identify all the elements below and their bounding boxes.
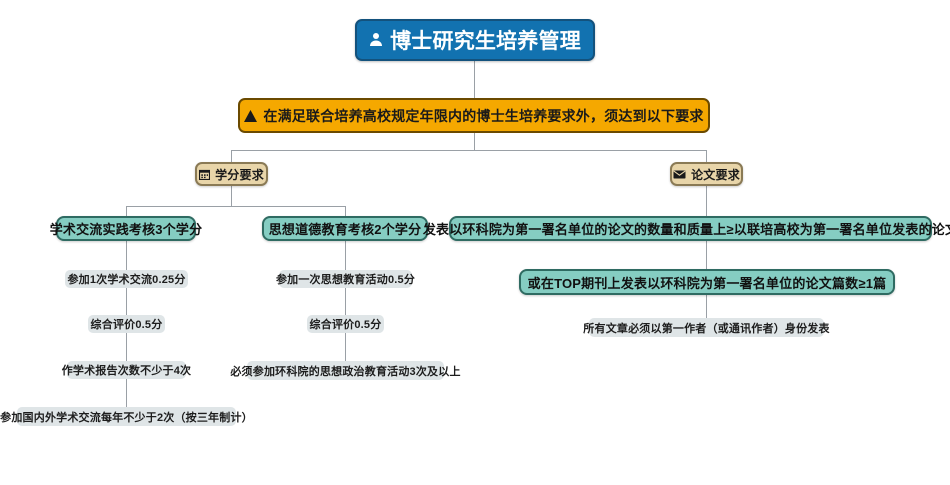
connector-credits-bus-right bbox=[345, 206, 346, 216]
requirement-node-moral-education-label: 思想道德教育考核2个学分 bbox=[268, 222, 422, 237]
detail-node-exchange-3[interactable]: 作学术报告次数不少于4次 bbox=[62, 361, 191, 379]
connector-credits-down bbox=[231, 186, 232, 206]
connector-paper-to-top bbox=[706, 241, 707, 269]
requirement-node-top-journal[interactable]: 或在TOP期刊上发表以环科院为第一署名单位的论文篇数≥1篇 bbox=[519, 269, 895, 295]
requirement-node-top-journal-label: 或在TOP期刊上发表以环科院为第一署名单位的论文篇数≥1篇 bbox=[527, 275, 887, 291]
notice-node-preconditions[interactable]: 在满足联合培养高校规定年限内的博士生培养要求外，须达到以下要求 bbox=[238, 98, 710, 133]
requirement-node-paper-quantity[interactable]: 发表以环科院为第一署名单位的论文的数量和质量上≥以联培高校为第一署名单位发表的论… bbox=[423, 216, 950, 241]
requirement-node-moral-education[interactable]: 思想道德教育考核2个学分 bbox=[262, 216, 428, 241]
category-node-credits-label: 学分要求 bbox=[215, 167, 264, 182]
category-node-thesis-label: 论文要求 bbox=[691, 167, 740, 182]
category-node-credits[interactable]: 学分要求 bbox=[195, 162, 268, 186]
root-node-doctoral-training-management[interactable]: 博士研究生培养管理 bbox=[355, 19, 595, 61]
connector-exchange-chain-1 bbox=[126, 241, 127, 270]
notice-node-label: 在满足联合培养高校规定年限内的博士生培养要求外，须达到以下要求 bbox=[263, 107, 704, 124]
detail-node-top-journal-1-label: 所有文章必须以第一作者（或通讯作者）身份发表 bbox=[583, 322, 830, 335]
connector-exchange-chain-4 bbox=[126, 379, 127, 407]
connector-category-bus bbox=[231, 150, 706, 151]
detail-node-exchange-1-label: 参加1次学术交流0.25分 bbox=[67, 274, 186, 286]
detail-node-moral-2[interactable]: 综合评价0.5分 bbox=[307, 315, 384, 333]
connector-exchange-chain-3 bbox=[126, 333, 127, 361]
envelope-icon bbox=[673, 170, 686, 179]
connector-exchange-chain-2 bbox=[126, 288, 127, 315]
connector-thesis-down bbox=[706, 186, 707, 216]
connector-credits-bus-left bbox=[126, 206, 127, 216]
warning-triangle-icon bbox=[244, 109, 258, 122]
requirement-node-academic-exchange[interactable]: 学术交流实践考核3个学分 bbox=[50, 216, 202, 241]
detail-node-moral-3[interactable]: 必须参加环科院的思想政治教育活动3次及以上 bbox=[230, 361, 460, 380]
connector-credits-bus bbox=[126, 206, 345, 207]
connector-root-to-notice bbox=[474, 61, 475, 98]
detail-node-top-journal-1[interactable]: 所有文章必须以第一作者（或通讯作者）身份发表 bbox=[583, 318, 830, 337]
detail-node-exchange-4-label: 参加国内外学术交流每年不少于2次（按三年制计） bbox=[0, 411, 253, 424]
connector-moral-chain-1 bbox=[345, 241, 346, 270]
connector-notice-down bbox=[474, 133, 475, 150]
detail-node-exchange-2[interactable]: 综合评价0.5分 bbox=[88, 315, 165, 333]
connector-top-to-authors bbox=[706, 295, 707, 318]
detail-node-exchange-3-label: 作学术报告次数不少于4次 bbox=[61, 365, 192, 377]
connector-bus-to-credits bbox=[231, 150, 232, 162]
detail-node-moral-3-label: 必须参加环科院的思想政治教育活动3次及以上 bbox=[230, 365, 461, 378]
connector-moral-chain-3 bbox=[345, 333, 346, 361]
detail-node-moral-2-label: 综合评价0.5分 bbox=[309, 319, 382, 331]
connector-moral-chain-2 bbox=[345, 288, 346, 315]
category-node-thesis[interactable]: 论文要求 bbox=[670, 162, 743, 186]
calendar-icon bbox=[199, 169, 211, 180]
detail-node-exchange-1[interactable]: 参加1次学术交流0.25分 bbox=[65, 270, 188, 288]
person-icon bbox=[369, 32, 383, 48]
detail-node-moral-1-label: 参加一次思想教育活动0.5分 bbox=[275, 274, 416, 286]
detail-node-exchange-4[interactable]: 参加国内外学术交流每年不少于2次（按三年制计） bbox=[0, 407, 253, 426]
connector-bus-to-thesis bbox=[706, 150, 707, 162]
requirement-node-paper-quantity-label: 发表以环科院为第一署名单位的论文的数量和质量上≥以联培高校为第一署名单位发表的论… bbox=[422, 222, 950, 237]
detail-node-exchange-2-label: 综合评价0.5分 bbox=[90, 319, 163, 331]
requirement-node-academic-exchange-label: 学术交流实践考核3个学分 bbox=[49, 222, 203, 237]
root-node-label: 博士研究生培养管理 bbox=[390, 30, 581, 53]
detail-node-moral-1[interactable]: 参加一次思想教育活动0.5分 bbox=[275, 270, 416, 288]
